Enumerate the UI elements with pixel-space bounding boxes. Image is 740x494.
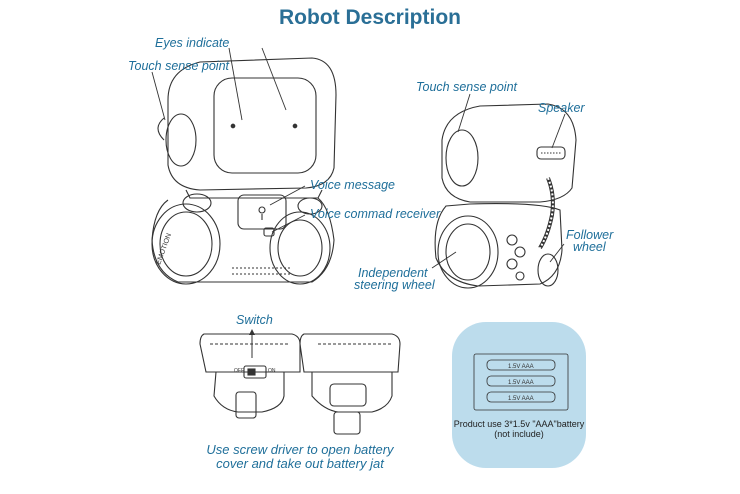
speaker-grille bbox=[536, 146, 566, 160]
label-touch-sense-right: Touch sense point bbox=[416, 80, 518, 94]
chest-panel bbox=[237, 194, 287, 230]
robot-side-view bbox=[434, 103, 577, 289]
follower-wheel-shape bbox=[537, 253, 559, 287]
robot-head bbox=[167, 57, 337, 191]
battery-cell-label-1: 1.5V AAA bbox=[508, 364, 534, 370]
caption-line-2: cover and take out battery jat bbox=[216, 456, 384, 471]
label-independent-line2: steering wheel bbox=[354, 278, 435, 292]
label-voice-receiver: Voice commad receiver bbox=[310, 207, 441, 221]
switch-views bbox=[199, 333, 401, 435]
left-shoulder bbox=[182, 193, 212, 213]
left-eye bbox=[230, 123, 236, 129]
right-eye bbox=[292, 123, 298, 129]
battery-box bbox=[452, 322, 586, 468]
diagram-title: Robot Description bbox=[279, 6, 461, 29]
mic-icon bbox=[258, 206, 266, 214]
battery-note-line-2: (not include) bbox=[494, 429, 544, 439]
right-shoulder bbox=[297, 197, 323, 215]
switch-on-mark: ON bbox=[268, 368, 276, 374]
robot-body bbox=[151, 197, 335, 283]
battery-cover bbox=[329, 383, 367, 407]
robot-screen bbox=[213, 77, 317, 174]
battery-note-line-1: Product use 3*1.5v "AAA"battery bbox=[453, 419, 585, 429]
touch-sense-left-ear bbox=[157, 117, 165, 141]
power-switch bbox=[243, 365, 267, 379]
label-speaker: Speaker bbox=[538, 101, 585, 115]
battery-compartment bbox=[473, 353, 569, 411]
caption-line-1: Use screw driver to open battery bbox=[206, 442, 394, 457]
battery-cell-2 bbox=[486, 375, 556, 387]
battery-cell-3 bbox=[486, 391, 556, 403]
label-independent-line1: Independent bbox=[358, 266, 428, 280]
battery-cell-1 bbox=[486, 359, 556, 371]
label-follower-line1: Follower bbox=[566, 228, 614, 242]
label-switch: Switch bbox=[236, 313, 273, 327]
robot-front-view bbox=[151, 57, 337, 285]
battery-cell-label-2: 1.5V AAA bbox=[508, 380, 534, 386]
robot-ear bbox=[165, 113, 197, 167]
side-ear bbox=[445, 129, 479, 187]
battery-cell-label-3: 1.5V AAA bbox=[508, 396, 534, 402]
leader-lines-right bbox=[431, 93, 566, 269]
robot-head-side bbox=[441, 103, 577, 203]
steering-wheel bbox=[437, 215, 499, 289]
leader-lines-left bbox=[151, 47, 306, 233]
battery-note: Product use 3*1.5v "AAA"battery (not inc… bbox=[452, 419, 586, 439]
right-wheel bbox=[269, 211, 331, 285]
arm-hose bbox=[538, 177, 555, 250]
label-follower-line2: wheel bbox=[573, 240, 606, 254]
label-eyes-indicate: Eyes indicate bbox=[155, 36, 230, 50]
battery-caption: Use screw driver to open battery cover a… bbox=[180, 443, 420, 471]
label-touch-sense-left: Touch sense point bbox=[128, 59, 230, 73]
switch-off-mark: OFF bbox=[234, 368, 244, 374]
left-wheel bbox=[151, 203, 221, 285]
voice-receiver bbox=[263, 227, 275, 237]
label-voice-message: Voice message bbox=[310, 178, 395, 192]
